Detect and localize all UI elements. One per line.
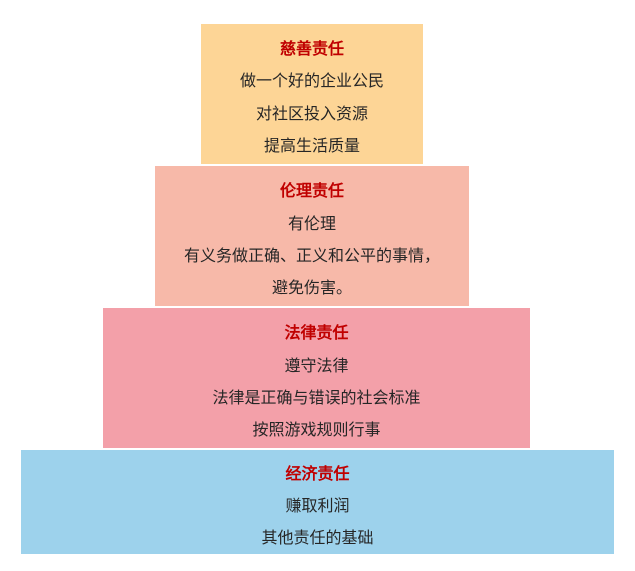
- tier-legal-line-1: 遵守法律: [284, 356, 349, 375]
- tier-philanthropic: 慈善责任 做一个好的企业公民 对社区投入资源 提高生活质量: [201, 24, 423, 164]
- tier-ethical-line-3: 避免伤害。: [271, 278, 352, 297]
- tier-ethical-line-1: 有伦理: [287, 214, 336, 233]
- tier-ethical-line-2: 有义务做正确、正义和公平的事情，: [183, 246, 440, 265]
- tier-legal: 法律责任 遵守法律 法律是正确与错误的社会标准 按照游戏规则行事: [103, 308, 530, 448]
- tier-legal-line-2: 法律是正确与错误的社会标准: [212, 388, 421, 407]
- tier-economic-line-2: 其他责任的基础: [261, 528, 374, 547]
- tier-philanthropic-title: 慈善责任: [279, 39, 344, 58]
- tier-economic: 经济责任 赚取利润 其他责任的基础: [21, 450, 614, 554]
- tier-philanthropic-line-1: 做一个好的企业公民: [239, 71, 384, 90]
- tier-philanthropic-line-3: 提高生活质量: [263, 136, 360, 155]
- tier-ethical: 伦理责任 有伦理 有义务做正确、正义和公平的事情， 避免伤害。: [155, 166, 469, 306]
- tier-ethical-title: 伦理责任: [279, 181, 344, 200]
- tier-economic-title: 经济责任: [285, 464, 350, 483]
- tier-legal-line-3: 按照游戏规则行事: [252, 420, 381, 439]
- tier-legal-title: 法律责任: [284, 323, 349, 342]
- tier-economic-line-1: 赚取利润: [285, 496, 350, 515]
- tier-philanthropic-line-2: 对社区投入资源: [255, 104, 368, 123]
